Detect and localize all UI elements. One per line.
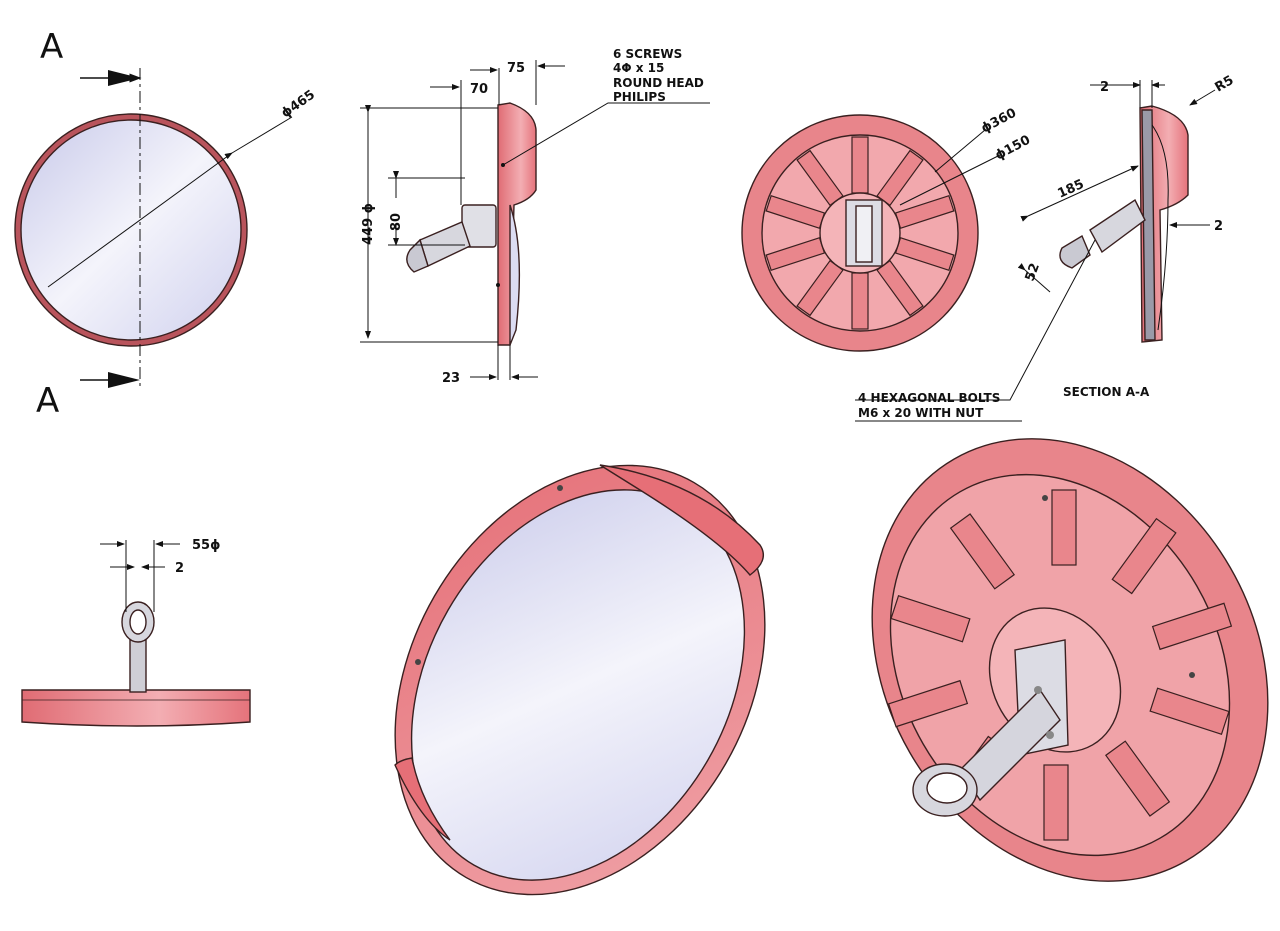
section-view — [855, 80, 1216, 401]
dim-55: 55ϕ — [192, 538, 220, 553]
dim-2-top: 2 — [1100, 80, 1109, 95]
dim-185: 185 — [1056, 177, 1087, 202]
svg-text:M6 x 20 WITH NUT: M6 x 20 WITH NUT — [858, 406, 984, 420]
section-label: SECTION A-A — [1063, 385, 1150, 399]
dim-52: 52 — [1023, 261, 1043, 283]
side-view — [360, 60, 710, 380]
front-view — [14, 68, 293, 390]
dim-80: 80 — [389, 213, 404, 231]
dim-70: 70 — [470, 82, 488, 97]
top-view — [21, 540, 251, 727]
dim-2-bottom: 2 — [175, 561, 184, 576]
dim-r5: R5 — [1213, 73, 1237, 96]
svg-text:4Φ x 15: 4Φ x 15 — [613, 61, 664, 75]
dim-2-right: 2 — [1214, 219, 1223, 234]
section-mark-top: A — [40, 27, 63, 67]
svg-text:PHILIPS: PHILIPS — [613, 90, 666, 104]
bolts-note: 4 HEXAGONAL BOLTS M6 x 20 WITH NUT — [858, 391, 1000, 420]
dim-360: ϕ360 — [979, 106, 1019, 137]
dim-449: 449 ϕ — [361, 203, 376, 245]
diameter-465-label: ϕ465 — [279, 87, 318, 121]
svg-text:ROUND HEAD: ROUND HEAD — [613, 76, 704, 90]
rear-view — [741, 114, 1001, 352]
dim-75: 75 — [507, 61, 525, 76]
section-mark-bottom: A — [36, 381, 59, 421]
screws-note: 6 SCREWS 4Φ x 15 ROUND HEAD PHILIPS — [613, 47, 704, 104]
isometric-rear-view — [871, 438, 1269, 882]
svg-text:4 HEXAGONAL BOLTS: 4 HEXAGONAL BOLTS — [858, 391, 1000, 405]
isometric-front-view — [394, 464, 766, 896]
dim-23: 23 — [442, 371, 460, 386]
dim-150: ϕ150 — [993, 133, 1033, 164]
svg-text:6 SCREWS: 6 SCREWS — [613, 47, 682, 61]
